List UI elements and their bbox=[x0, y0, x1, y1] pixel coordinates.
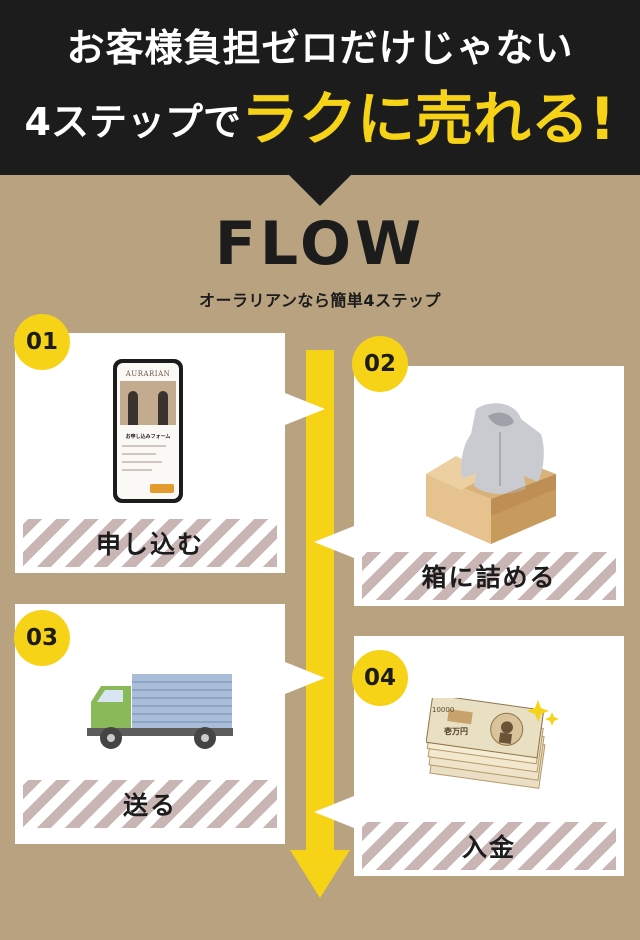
phone-screen: AURARIAN お申し込みフォーム bbox=[117, 363, 179, 499]
delivery-truck-icon bbox=[87, 674, 233, 749]
step-card-03: 送る bbox=[15, 604, 285, 844]
phone-form-title: お申し込みフォーム bbox=[125, 434, 171, 440]
card-pointer-04 bbox=[314, 796, 354, 828]
step-card-01: AURARIAN お申し込みフォーム 申し込む bbox=[15, 333, 285, 573]
card-pointer-03 bbox=[285, 662, 325, 694]
step-label-03: 送る bbox=[23, 780, 277, 828]
model-figure-icon bbox=[128, 391, 138, 425]
step-label-text: 送る bbox=[122, 791, 177, 820]
banknote-value: 10000 bbox=[432, 706, 454, 714]
smartphone-icon: AURARIAN お申し込みフォーム bbox=[113, 359, 183, 503]
step-card-04: 10000 壱万円 入金 bbox=[354, 636, 624, 876]
phone-photo bbox=[120, 381, 176, 425]
headline-line-2: 4ステップでラクに売れる! bbox=[0, 85, 640, 153]
banknotes-icon: 10000 壱万円 bbox=[426, 698, 559, 789]
flow-title: FLOW bbox=[214, 209, 426, 279]
step-label-text: 申し込む bbox=[95, 530, 204, 559]
step-badge-01: 01 bbox=[14, 314, 70, 370]
card-pointer-02 bbox=[314, 526, 354, 558]
step-label-text: 箱に詰める bbox=[421, 563, 557, 592]
phone-brand: AURARIAN bbox=[125, 370, 171, 378]
step-badge-03: 03 bbox=[14, 610, 70, 666]
timeline-bar bbox=[306, 350, 334, 854]
step-label-02: 箱に詰める bbox=[362, 552, 616, 600]
step-label-01: 申し込む bbox=[23, 519, 277, 567]
phone-form-line bbox=[122, 461, 162, 463]
phone-form-line bbox=[122, 469, 152, 471]
step-card-02: 箱に詰める bbox=[354, 366, 624, 606]
headline-prefix: 4ステップで bbox=[24, 100, 241, 144]
phone-form-line bbox=[122, 453, 156, 455]
step-label-04: 入金 bbox=[362, 822, 616, 870]
header-banner: お客様負担ゼロだけじゃない 4ステップでラクに売れる! bbox=[0, 0, 640, 175]
timeline-down-arrow-icon bbox=[290, 850, 350, 898]
card-pointer-01 bbox=[285, 393, 325, 425]
step-badge-04: 04 bbox=[352, 650, 408, 706]
flow-subtitle: オーラリアンなら簡単4ステップ bbox=[199, 291, 441, 310]
step-label-text: 入金 bbox=[461, 833, 516, 862]
phone-form-line bbox=[122, 445, 166, 447]
phone-submit-button bbox=[150, 484, 174, 493]
headline-accent: ラクに売れる! bbox=[241, 85, 616, 153]
banner-down-arrow-icon bbox=[288, 174, 352, 206]
step-badge-02: 02 bbox=[352, 336, 408, 392]
hoodie-in-box-icon bbox=[426, 403, 556, 544]
headline-line-1: お客様負担ゼロだけじゃない bbox=[66, 26, 574, 70]
model-figure-icon bbox=[158, 391, 168, 425]
banknote-text: 壱万円 bbox=[444, 726, 468, 736]
